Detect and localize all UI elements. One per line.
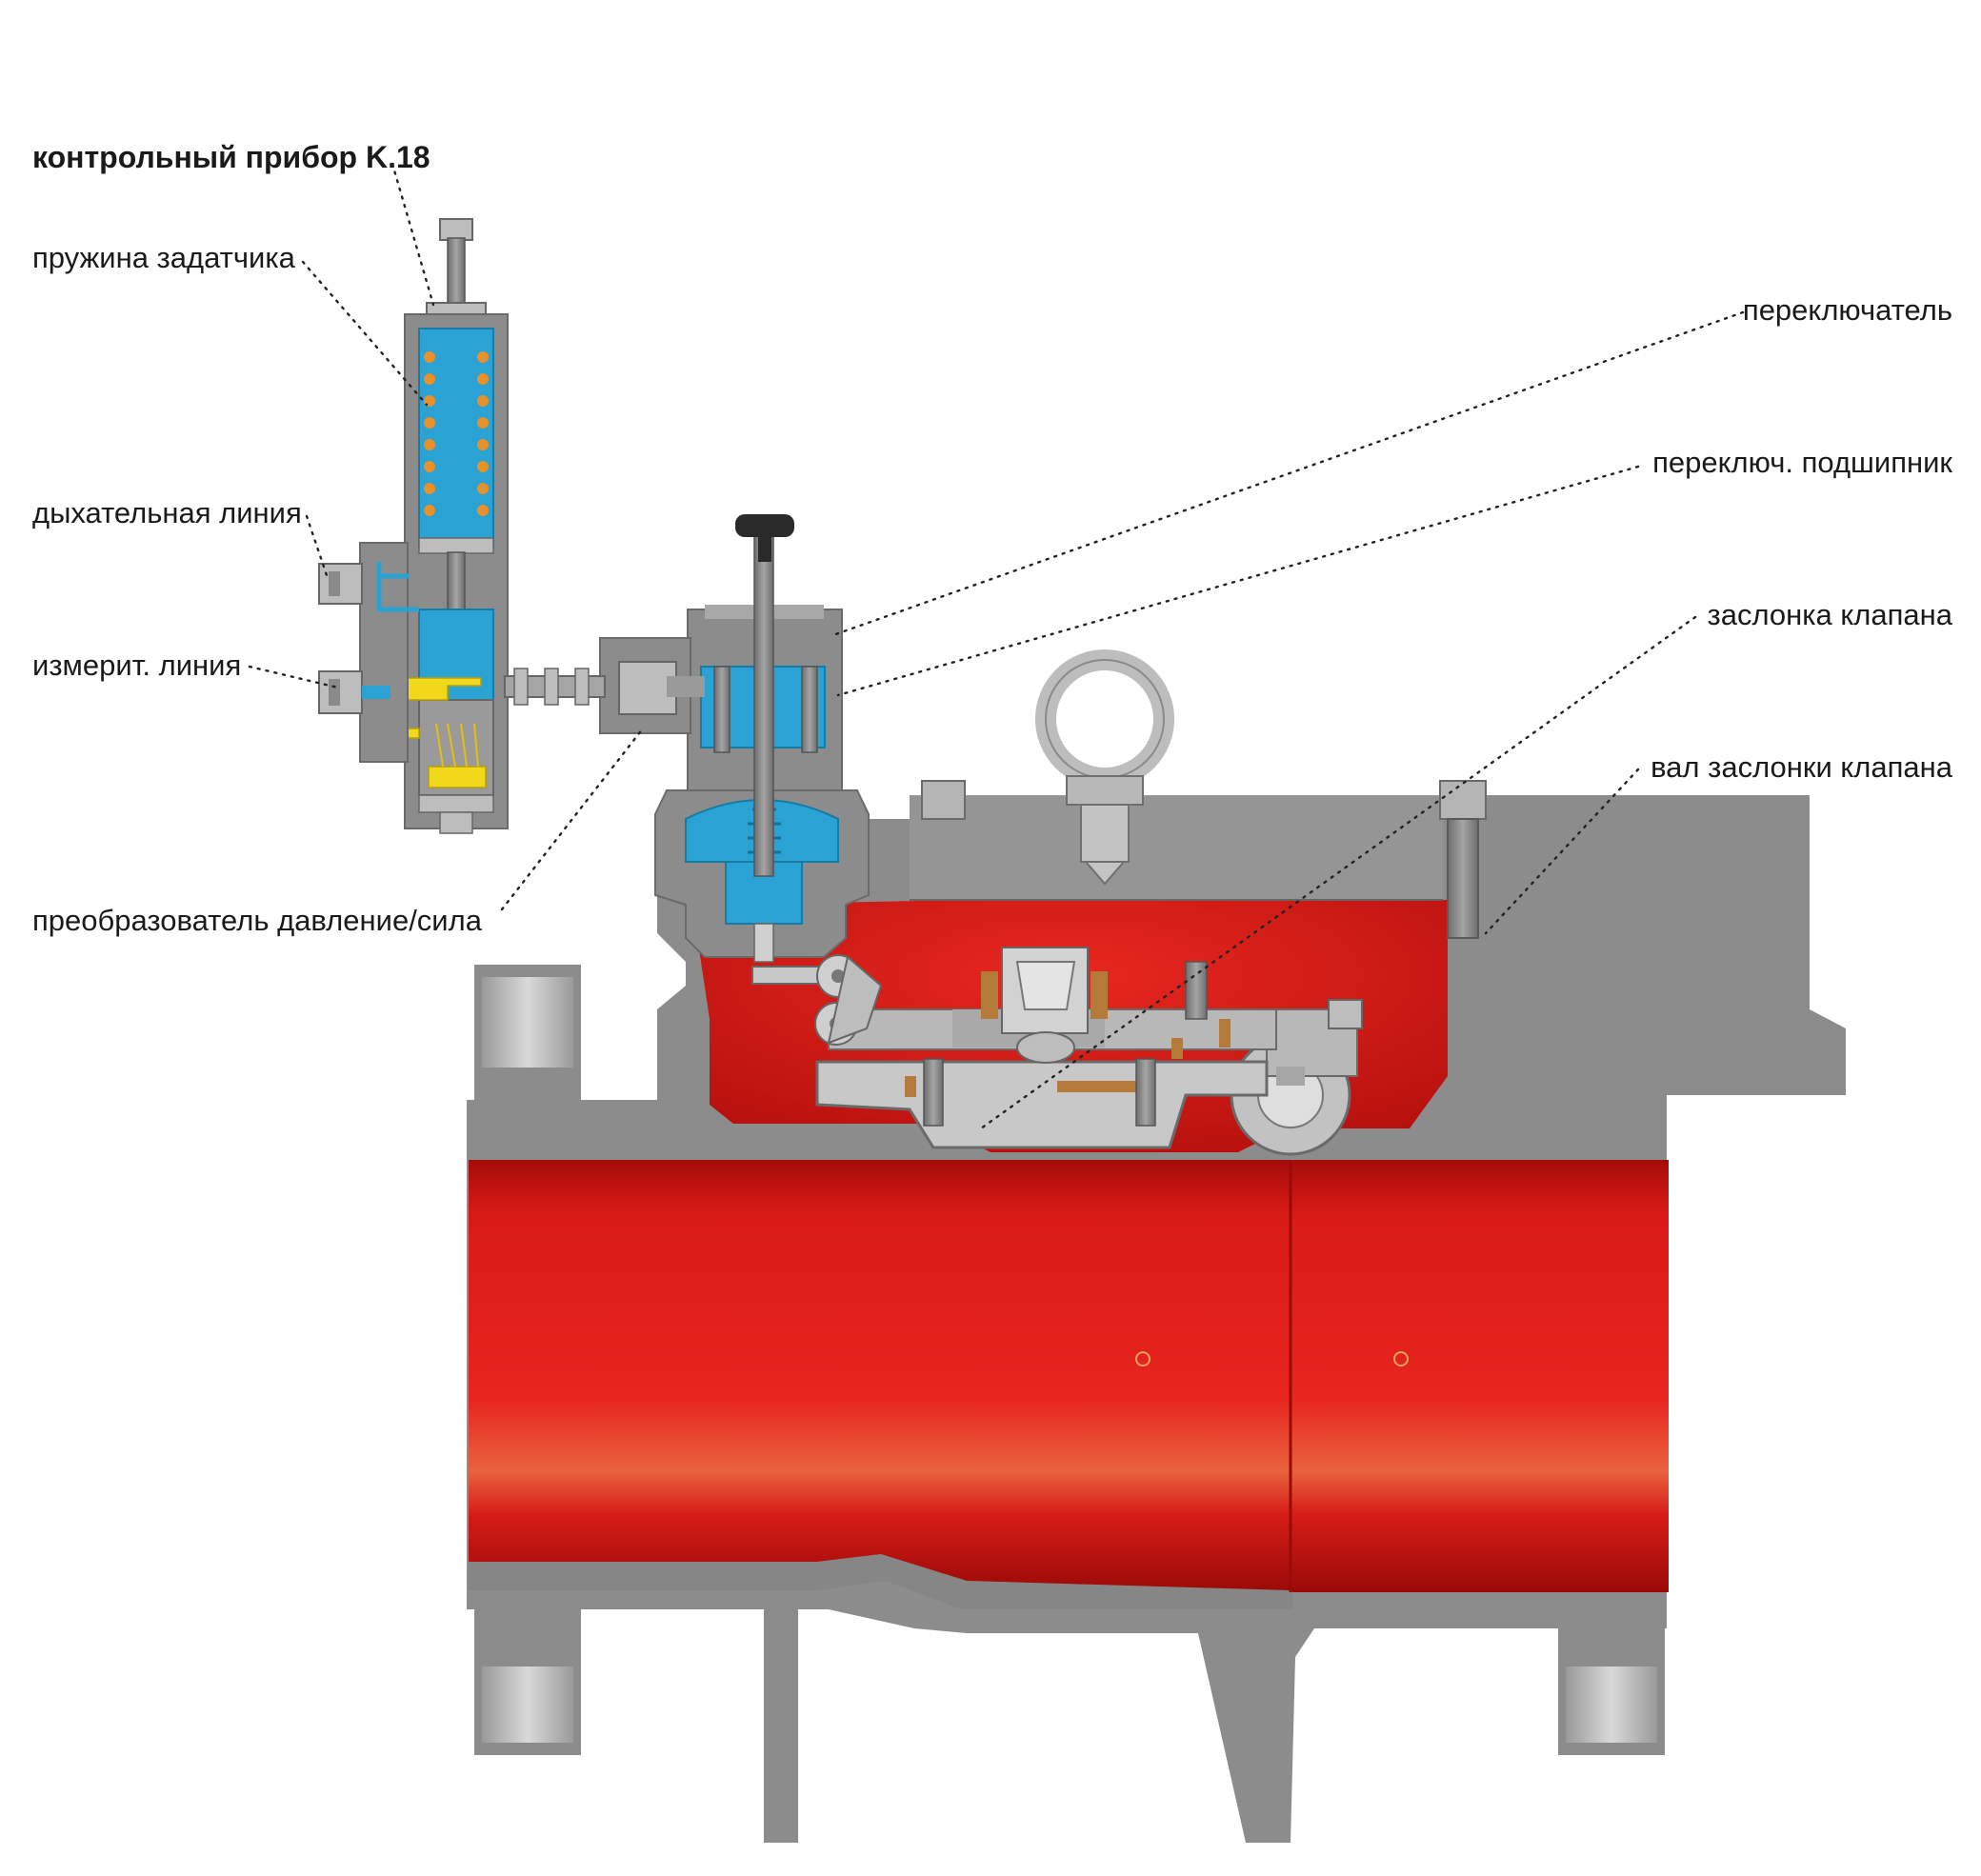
shaft-key — [1276, 1067, 1305, 1086]
breathing-line-port — [318, 563, 363, 605]
line-block — [359, 542, 409, 763]
actuator-housing — [599, 514, 870, 963]
label-switch-bearing: переключ. подшипник — [1652, 446, 1952, 479]
label-breathing-line: дыхательная линия — [32, 496, 302, 529]
measuring-line-port — [318, 670, 363, 714]
label-control-device: контрольный прибор K.18 — [32, 140, 430, 174]
marker-circle — [1393, 1351, 1409, 1367]
switch-plunger — [753, 532, 774, 877]
label-setpoint-spring: пружина задатчика — [32, 241, 295, 274]
label-measuring-line: измерит. линия — [32, 649, 242, 682]
top-cover — [910, 795, 1443, 900]
cover-bolt-right — [1439, 780, 1487, 939]
cover-plug — [921, 780, 966, 820]
leader-lines — [248, 162, 1745, 1130]
flange-bolt-hole — [482, 1666, 573, 1743]
control-device-k18 — [318, 218, 606, 834]
switch-linkage — [751, 954, 883, 1046]
leader-breathing-line — [305, 514, 330, 583]
flange-bolt-hole — [1566, 1666, 1657, 1743]
leader-switch — [829, 310, 1745, 638]
leader-title — [390, 162, 435, 307]
leader-setpoint-spring — [301, 260, 429, 407]
leader-pressure-force-converter — [500, 727, 645, 911]
eye-bolt — [1035, 649, 1174, 886]
switch-handle — [735, 514, 794, 537]
leader-measuring-line — [248, 665, 340, 689]
marker-circle — [1135, 1351, 1151, 1367]
leader-valve-flap — [979, 615, 1697, 1130]
label-valve-flap: заслонка клапана — [1707, 598, 1952, 631]
flange-bolt-hole — [482, 977, 573, 1068]
leader-switch-bearing — [836, 465, 1640, 697]
flow-channel — [469, 1160, 1669, 1592]
valve-body — [467, 649, 1846, 1843]
label-switch: переключатель — [1742, 293, 1952, 327]
leader-valve-flap-shaft — [1484, 768, 1640, 935]
label-pressure-force-converter: преобразователь давление/сила — [32, 904, 482, 937]
setpoint-spring-coils — [424, 351, 489, 516]
shaft-boss — [1230, 1008, 1358, 1156]
label-valve-flap-shaft: вал заслонки клапана — [1651, 750, 1952, 784]
valve-flap-mechanism — [815, 947, 1363, 1149]
converter-chamber — [725, 861, 803, 925]
